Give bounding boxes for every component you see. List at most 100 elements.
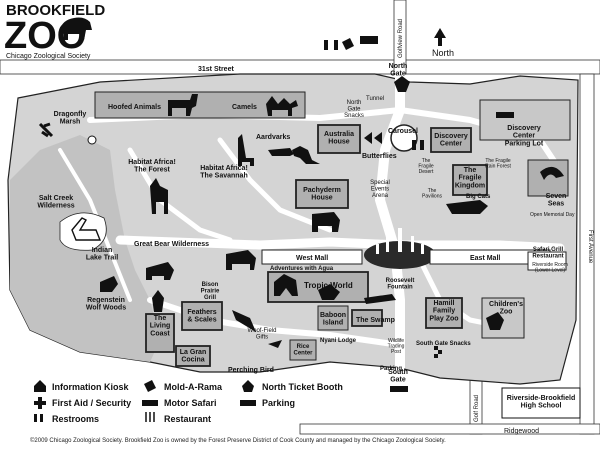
legend-restaurant: Restaurant: [164, 414, 212, 424]
animal-silhouettes: [38, 94, 564, 348]
motor-safari-icon: [142, 400, 158, 406]
car-icon: [240, 400, 256, 406]
wolf-icon: [100, 276, 118, 292]
kangaroo-icon: [292, 146, 320, 164]
habitat-savannah-label: Habitat Africa!The Savannah: [200, 165, 248, 180]
lizard-icon: [232, 310, 256, 332]
carousel-label: Carousel: [388, 128, 418, 135]
logo-top: BROOKFIELD: [6, 2, 105, 19]
street-first-ave: First Avenue: [587, 230, 593, 264]
antelope-icon: [150, 178, 168, 214]
legend-motor-safari: Motor Safari: [164, 398, 217, 408]
car-icon: [390, 386, 408, 392]
gorilla-icon: [274, 274, 298, 296]
bird-icon: [268, 340, 282, 348]
camel-icon: [266, 96, 298, 116]
streets: [0, 0, 600, 435]
restroom-icon: [34, 414, 43, 422]
bison-logo-icon: [60, 17, 92, 40]
riverside-hs-box: [501, 387, 581, 419]
society-label: Chicago Zoological Society: [6, 53, 91, 60]
copyright-text: ©2009 Chicago Zoological Society. Brookf…: [30, 438, 446, 444]
info-icon: [87, 135, 97, 145]
first-aid-icon: [34, 397, 46, 409]
legend-info-kiosk: Information Kiosk: [52, 382, 129, 392]
legend-restrooms: Restrooms: [52, 414, 100, 424]
goat-icon: [486, 312, 504, 330]
legend-north-ticket-booth: North Ticket Booth: [262, 382, 343, 392]
west-mall-label: West Mall: [296, 255, 328, 262]
legend-icons: [34, 380, 256, 422]
feathers-label: Feathers& Scales: [187, 309, 216, 324]
zebra-icon: [168, 94, 198, 116]
bear-icon: [146, 262, 174, 280]
nyani-label: Nyani Lodge: [320, 338, 357, 344]
car-icon: [496, 112, 514, 118]
penguin-icon: [152, 290, 164, 312]
car-icon: [360, 36, 378, 44]
street-31st: 31st Street: [198, 66, 234, 73]
dolphin-icon: [540, 166, 564, 180]
habitat-forest-label: Habitat Africa!The Forest: [128, 159, 176, 174]
legend-mold-a-rama: Mold-A-Rama: [164, 382, 222, 392]
street-golf: Golf Road: [474, 395, 480, 422]
crocodile-icon: [364, 294, 396, 304]
legend-first-aid: First Aid / Security: [52, 398, 132, 408]
great-bear-label: Great Bear Wilderness: [134, 241, 209, 248]
bison-icon: [226, 250, 256, 270]
street-golfview: Golfview Road: [398, 19, 404, 58]
service-icons: [87, 36, 514, 392]
mold-icon: [342, 38, 354, 50]
restroom-icon: [412, 140, 424, 150]
zoo-logo: BROOKFIELD ZOO Chicago Zoological Societ…: [4, 2, 105, 60]
perching-bird-label: Perching Bird: [228, 367, 274, 374]
legend-parking: Parking: [262, 398, 296, 408]
butterflies-label: Butterflies: [362, 153, 397, 160]
east-mall-label: East Mall: [470, 255, 500, 262]
open-memorial-label: Open Memorial Day: [530, 212, 575, 218]
south-gate-snacks-label: South Gate Snacks: [416, 341, 471, 347]
street-ridgewood: Ridgewood: [504, 428, 539, 435]
carousel-icon: [390, 124, 418, 152]
big-cats-label: Big Cats: [466, 194, 491, 200]
ticket-booth-icon: [394, 76, 410, 92]
map-labels: 31st Street Golfview Road First Avenue G…: [37, 19, 593, 435]
swan-icon: [71, 217, 102, 241]
roosevelt-fountain: [364, 241, 436, 269]
house-icon: [34, 380, 46, 392]
restaurant-icon: [145, 412, 155, 422]
hoofed-animals-label: Hoofed Animals: [108, 104, 161, 111]
dragonfly-icon: [38, 122, 54, 138]
adventures-agua-label: Adventures with Agua: [270, 266, 334, 272]
exhibit-blocks: [94, 91, 571, 367]
restroom-icon: [324, 40, 338, 50]
ticket-booth-icon: [242, 380, 254, 392]
baboon-icon: [318, 284, 340, 300]
first-aid-icon: [424, 346, 442, 358]
